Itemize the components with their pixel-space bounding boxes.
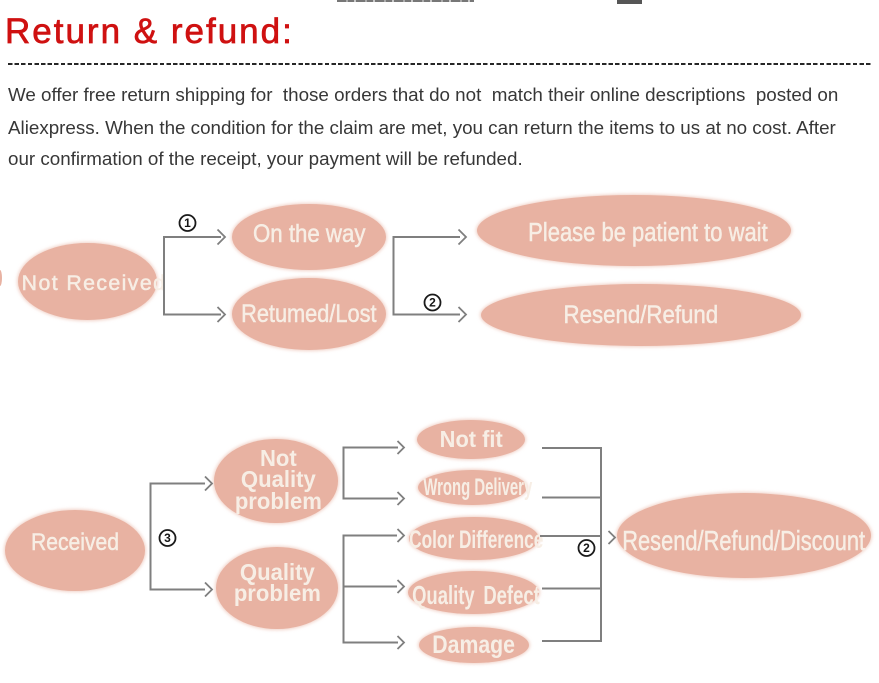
svg-text:2: 2	[583, 541, 590, 555]
svg-text:3: 3	[164, 531, 171, 545]
svg-text:2: 2	[429, 296, 436, 310]
svg-text:1: 1	[184, 216, 191, 230]
